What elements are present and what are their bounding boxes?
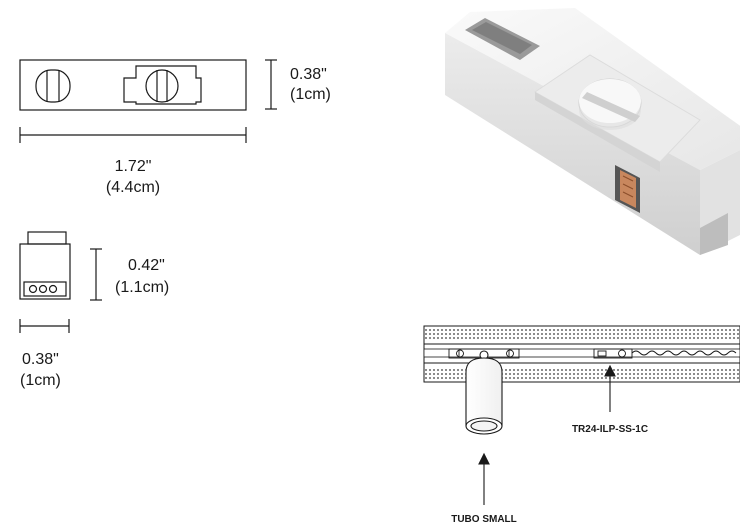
tubo-small-fixture — [465, 350, 503, 435]
callout-arrow-connector — [604, 364, 616, 412]
end-width-dimension — [19, 319, 70, 333]
fixture-label: TUBO SMALL — [451, 514, 517, 525]
connector-label: TR24-ILP-SS-1C — [572, 424, 648, 435]
end-height-inch: 0.42" — [128, 257, 165, 274]
track-perforation-top — [425, 329, 740, 340]
contact-pin — [28, 284, 38, 294]
connector-3d-render — [445, 8, 740, 255]
contact-pin — [48, 284, 58, 294]
top-view-drawing — [19, 59, 247, 111]
end-height-cm: (1.1cm) — [115, 279, 169, 296]
top-view-outline — [19, 59, 247, 111]
top-length-cm: (4.4cm) — [106, 179, 160, 196]
track-perforation-bottom — [425, 368, 740, 379]
contact-block — [23, 281, 67, 297]
top-height-inch: 0.38" — [290, 66, 327, 83]
callout-arrow-fixture — [478, 452, 490, 505]
top-length-inch: 1.72" — [115, 158, 152, 175]
top-height-cm: (1cm) — [290, 86, 331, 103]
screw-housing — [123, 65, 202, 105]
top-height-dimension — [265, 59, 277, 110]
top-length-dimension — [19, 127, 247, 143]
end-width-cm: (1cm) — [20, 372, 61, 389]
contact-pin — [38, 284, 48, 294]
end-view-drawing — [19, 231, 71, 300]
track-connector-right — [593, 348, 633, 359]
left-slot — [35, 69, 71, 103]
end-width-inch: 0.38" — [22, 351, 59, 368]
track-wire — [631, 350, 737, 356]
end-view-body — [19, 243, 71, 300]
end-view-cap — [27, 231, 67, 245]
screw-head — [145, 69, 179, 103]
end-height-dimension — [90, 248, 102, 301]
